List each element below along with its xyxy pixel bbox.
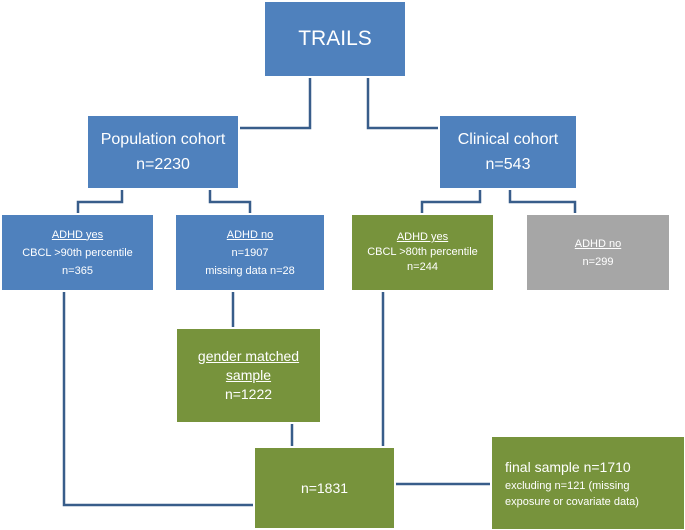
- population-adhd-no-box: ADHD no n=1907 missing data n=28: [175, 214, 325, 291]
- gender-matched-line1: gender matched: [197, 348, 300, 364]
- connector-pop-adhd-yes-combined: [62, 292, 253, 507]
- connector-clinical-adhd-no: [508, 190, 577, 213]
- combined-sample-n: n=1831: [300, 480, 349, 496]
- population-cohort-n: n=2230: [136, 156, 190, 173]
- combined-sample-box: n=1831: [254, 447, 395, 529]
- population-cohort-box: Population cohort n=2230: [87, 115, 239, 189]
- final-sample-exclusion-line1: excluding n=121 (missing: [505, 479, 630, 492]
- clinical-adhd-yes-criterion: CBCL >80th percentile: [367, 246, 478, 258]
- population-adhd-no-label: ADHD no: [226, 228, 274, 241]
- connector-trails-clinical: [366, 78, 438, 130]
- gender-matched-sample-box: gender matched sample n=1222: [176, 328, 321, 423]
- population-cohort-label: Population cohort: [100, 131, 226, 148]
- connector-clinical-adhd-yes: [420, 190, 482, 213]
- clinical-adhd-yes-n: n=244: [407, 261, 438, 273]
- gender-matched-line2: sample: [225, 367, 272, 383]
- final-sample-exclusion-line2: exposure or covariate data): [505, 495, 639, 508]
- connector-population-adhd-no: [208, 190, 252, 213]
- clinical-adhd-yes-label: ADHD yes: [396, 231, 449, 243]
- population-adhd-yes-criterion: CBCL >90th percentile: [22, 246, 133, 259]
- clinical-adhd-no-box: ADHD no n=299: [526, 214, 670, 291]
- clinical-cohort-n: n=543: [485, 156, 531, 173]
- population-adhd-no-missing: missing data n=28: [205, 264, 295, 277]
- clinical-adhd-no-label: ADHD no: [574, 237, 622, 250]
- clinical-adhd-no-n: n=299: [582, 255, 614, 268]
- final-sample-title: final sample n=1710: [505, 458, 631, 475]
- clinical-adhd-yes-box: ADHD yes CBCL >80th percentile n=244: [351, 214, 494, 291]
- clinical-cohort-box: Clinical cohort n=543: [439, 115, 577, 189]
- trails-box: TRAILS: [264, 1, 406, 77]
- connector-population-adhd-yes: [76, 190, 124, 213]
- final-sample-box: final sample n=1710 excluding n=121 (mis…: [491, 436, 685, 530]
- population-adhd-yes-box: ADHD yes CBCL >90th percentile n=365: [1, 214, 154, 291]
- connector-trails-population: [240, 78, 312, 130]
- population-adhd-no-n: n=1907: [231, 246, 269, 259]
- population-adhd-yes-n: n=365: [62, 264, 93, 277]
- gender-matched-n: n=1222: [224, 386, 273, 402]
- clinical-cohort-label: Clinical cohort: [457, 131, 559, 148]
- trails-label: TRAILS: [298, 27, 372, 50]
- population-adhd-yes-label: ADHD yes: [51, 228, 104, 241]
